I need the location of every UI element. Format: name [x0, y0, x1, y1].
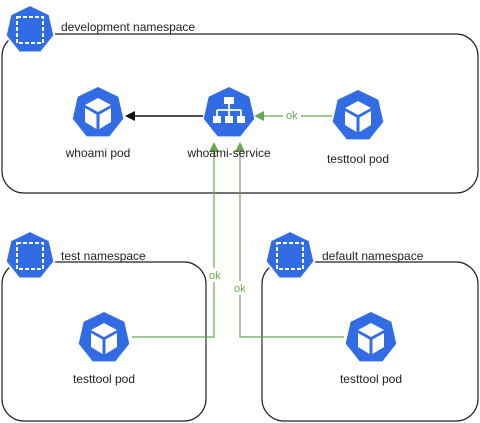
development-namespace-label: development namespace — [61, 20, 195, 34]
test-testtool-pod-label: testtool pod — [73, 372, 135, 386]
default-testtool-to-service-arrow — [235, 142, 344, 338]
test-namespace-label: test namespace — [61, 249, 146, 263]
whoami-service-icon — [202, 85, 256, 138]
dev-ok-label: ok — [286, 110, 298, 122]
default-testtool-pod-label: testtool pod — [340, 372, 402, 386]
development-namespace-icon — [4, 4, 56, 54]
whoami-pod-label: whoami pod — [65, 146, 131, 160]
default-namespace-box — [261, 261, 479, 422]
test-testtool-pod-icon — [77, 310, 131, 363]
dev-testtool-pod-label: testtool pod — [327, 152, 389, 166]
default-testtool-pod-icon — [344, 310, 398, 363]
default-ok-label: ok — [234, 283, 246, 295]
test-testtool-to-service-arrow — [132, 142, 219, 338]
whoami-service-label: whoami-service — [186, 146, 271, 160]
test-ok-label: ok — [209, 270, 221, 282]
test-namespace-box — [1, 261, 207, 422]
default-namespace-icon — [264, 230, 316, 280]
whoami-pod-icon — [71, 85, 125, 138]
test-namespace-icon — [4, 230, 56, 280]
default-namespace-label: default namespace — [322, 249, 424, 263]
dev-testtool-pod-icon — [331, 88, 385, 141]
